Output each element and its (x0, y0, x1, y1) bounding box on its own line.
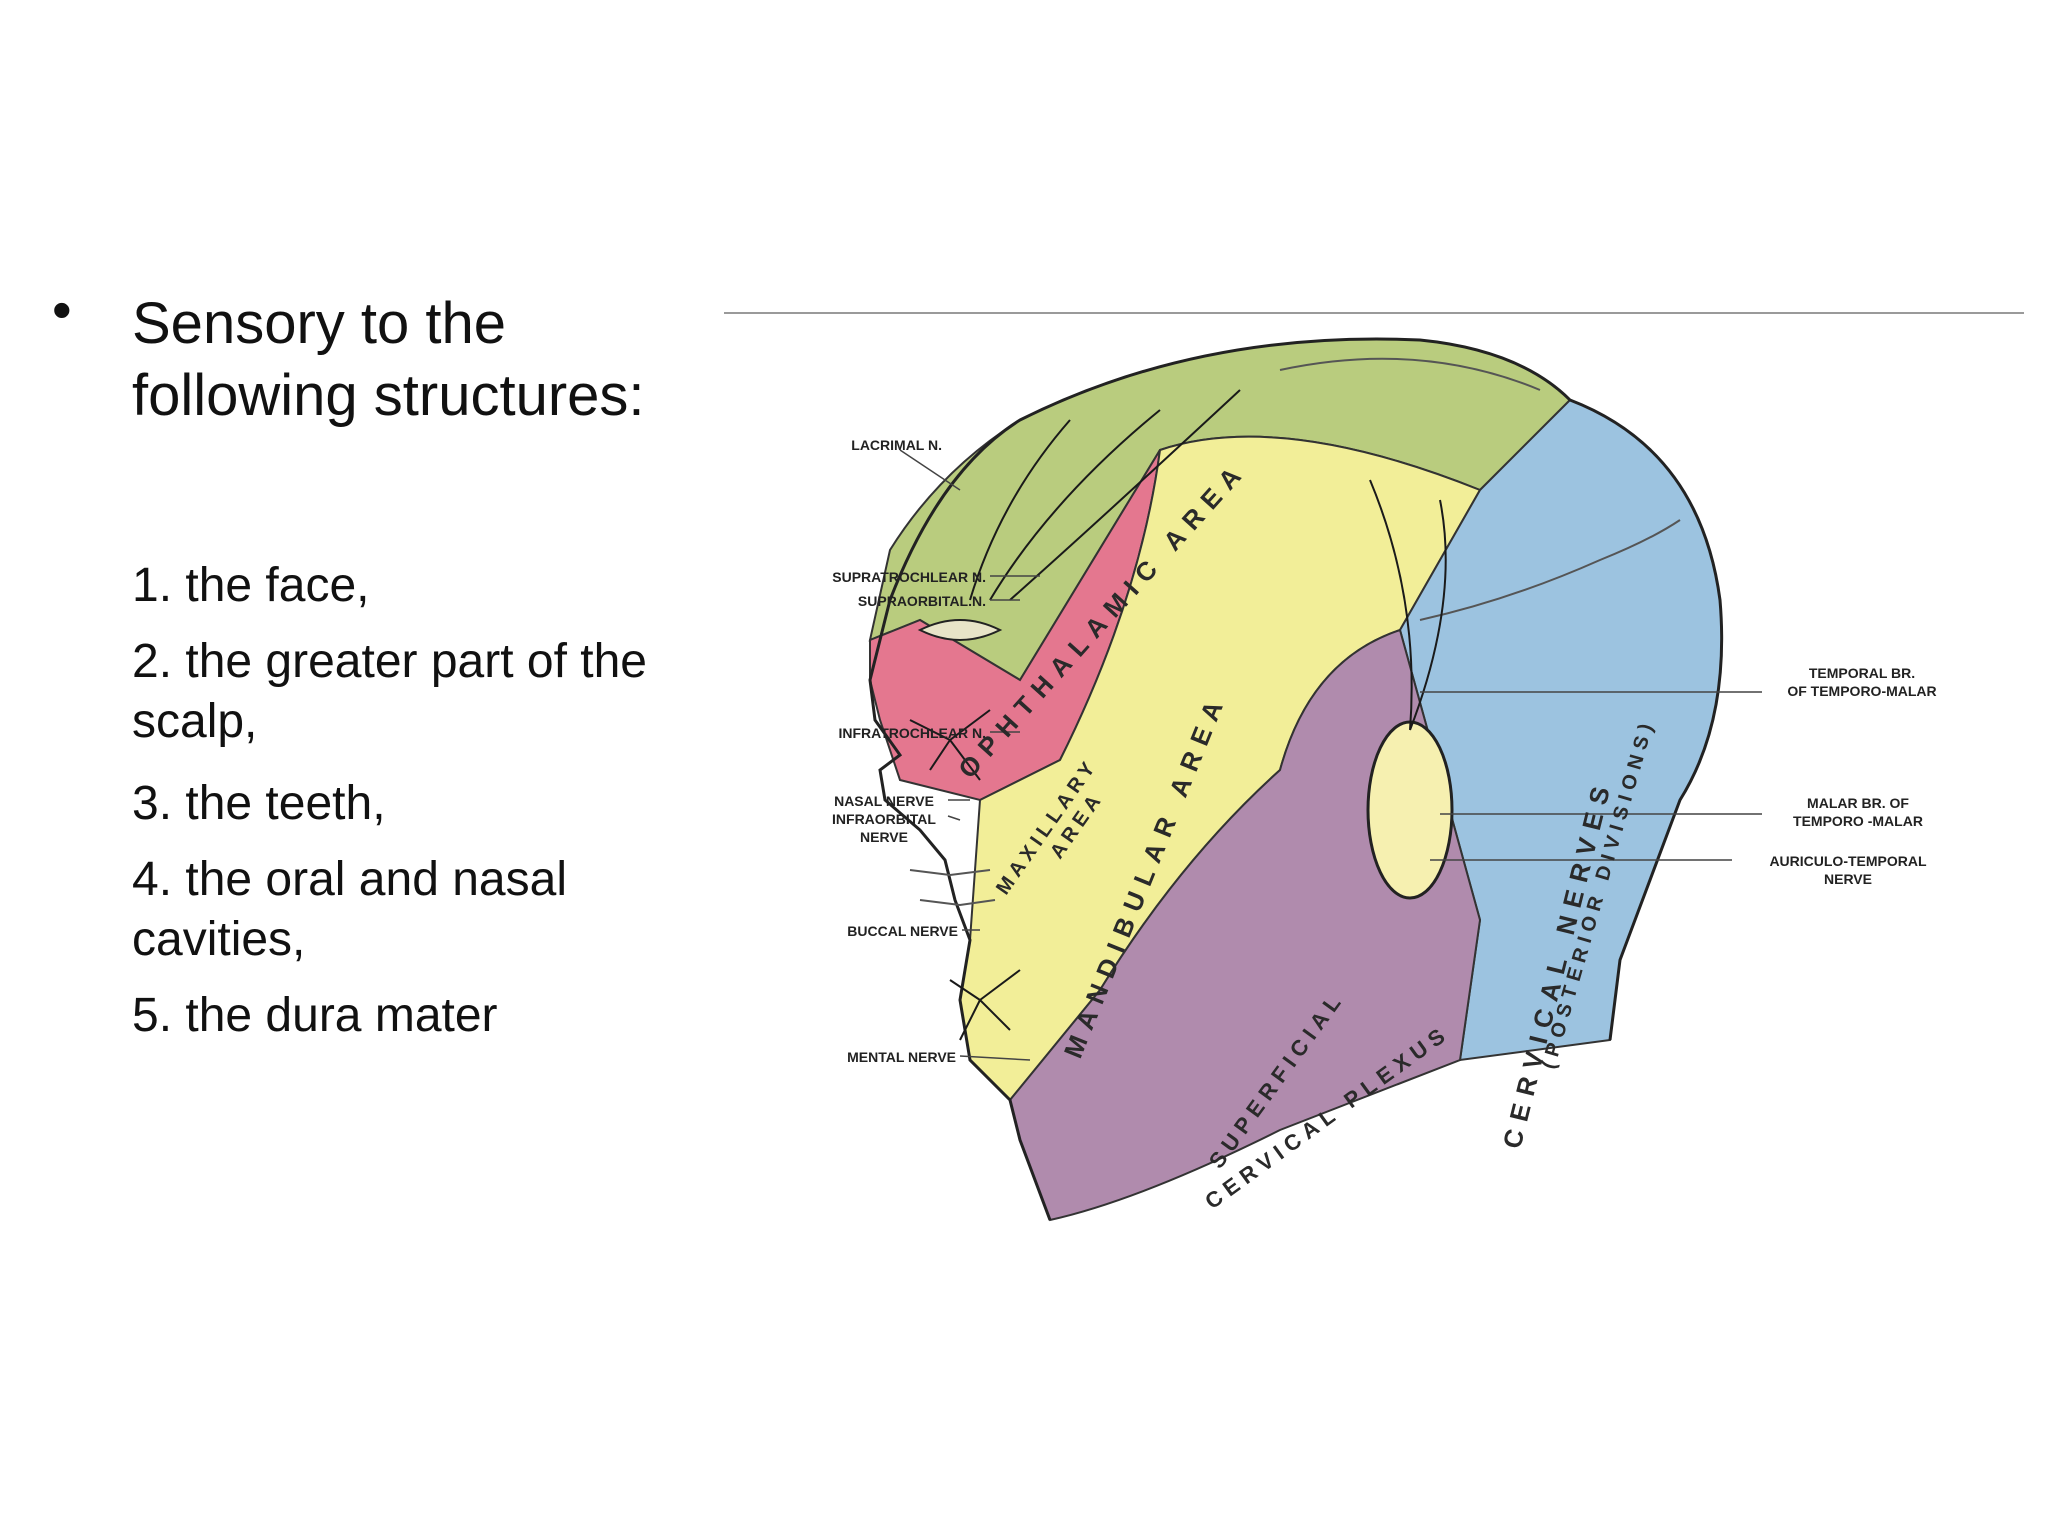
list-item: 1. the face, (132, 559, 370, 612)
temporal-branch-label: TEMPORAL BR. (1809, 665, 1915, 681)
slide-heading: Sensory to the following structures: (132, 291, 645, 428)
head-outline (868, 337, 1724, 1221)
eye-shape (917, 619, 1003, 641)
bullet-icon: • (52, 278, 72, 341)
infraorbital-label: INFRAORBITAL (832, 811, 936, 827)
supraorbital-branch (969, 389, 1241, 601)
slide-text: • Sensory to the following structures: 1… (0, 0, 740, 1100)
auriculotemporal-label-line2: NERVE (1824, 871, 1872, 887)
auriculotemporal-branch (1369, 479, 1447, 731)
leader-lines (899, 449, 1762, 1061)
lacrimal-label: LACRIMAL N. (851, 437, 942, 453)
ear-shape (1366, 720, 1454, 900)
auriculotemporal-label: AURICULO-TEMPORAL (1769, 853, 1927, 869)
skull-suture (1279, 357, 1681, 621)
supraorbital-label: SUPRAORBITAL.N. (858, 593, 986, 609)
leader-line (899, 449, 961, 491)
diagram-svg: LACRIMAL N. SUPRATROCHLEAR N. SUPRAORBIT… (724, 312, 2024, 1222)
malar-branch-label-line2: TEMPORO -MALAR (1793, 813, 1923, 829)
malar-branch-label: MALAR BR. OF (1807, 795, 1909, 811)
temporal-branch-label-line2: OF TEMPORO-MALAR (1787, 683, 1936, 699)
list-item: 3. the teeth, (132, 777, 386, 830)
nerve-branches (909, 389, 1447, 1041)
infratrochlear-label: INFRATROCHLEAR N. (838, 725, 986, 741)
list-item: 5. the dura mater (132, 989, 498, 1042)
list-item: 2. the greater part of the scalp, (132, 635, 647, 748)
buccal-nerve-label: BUCCAL NERVE (847, 923, 958, 939)
infraorbital-branch (909, 709, 991, 781)
list-item: 4. the oral and nasal cavities, (132, 853, 567, 966)
superficial-cervical-region (1008, 628, 1482, 1222)
infraorbital-label-line2: NERVE (860, 829, 908, 845)
leader-line (947, 815, 961, 821)
mental-nerve-label: MENTAL NERVE (847, 1049, 956, 1065)
nasal-nerve-label: NASAL NERVE (834, 793, 934, 809)
mental-branch (949, 969, 1021, 1041)
teeth-line (909, 869, 996, 907)
head-nerve-diagram: LACRIMAL N. SUPRATROCHLEAR N. SUPRAORBIT… (720, 300, 2026, 1240)
leader-line (959, 1055, 1031, 1061)
supratrochlear-label: SUPRATROCHLEAR N. (832, 569, 986, 585)
